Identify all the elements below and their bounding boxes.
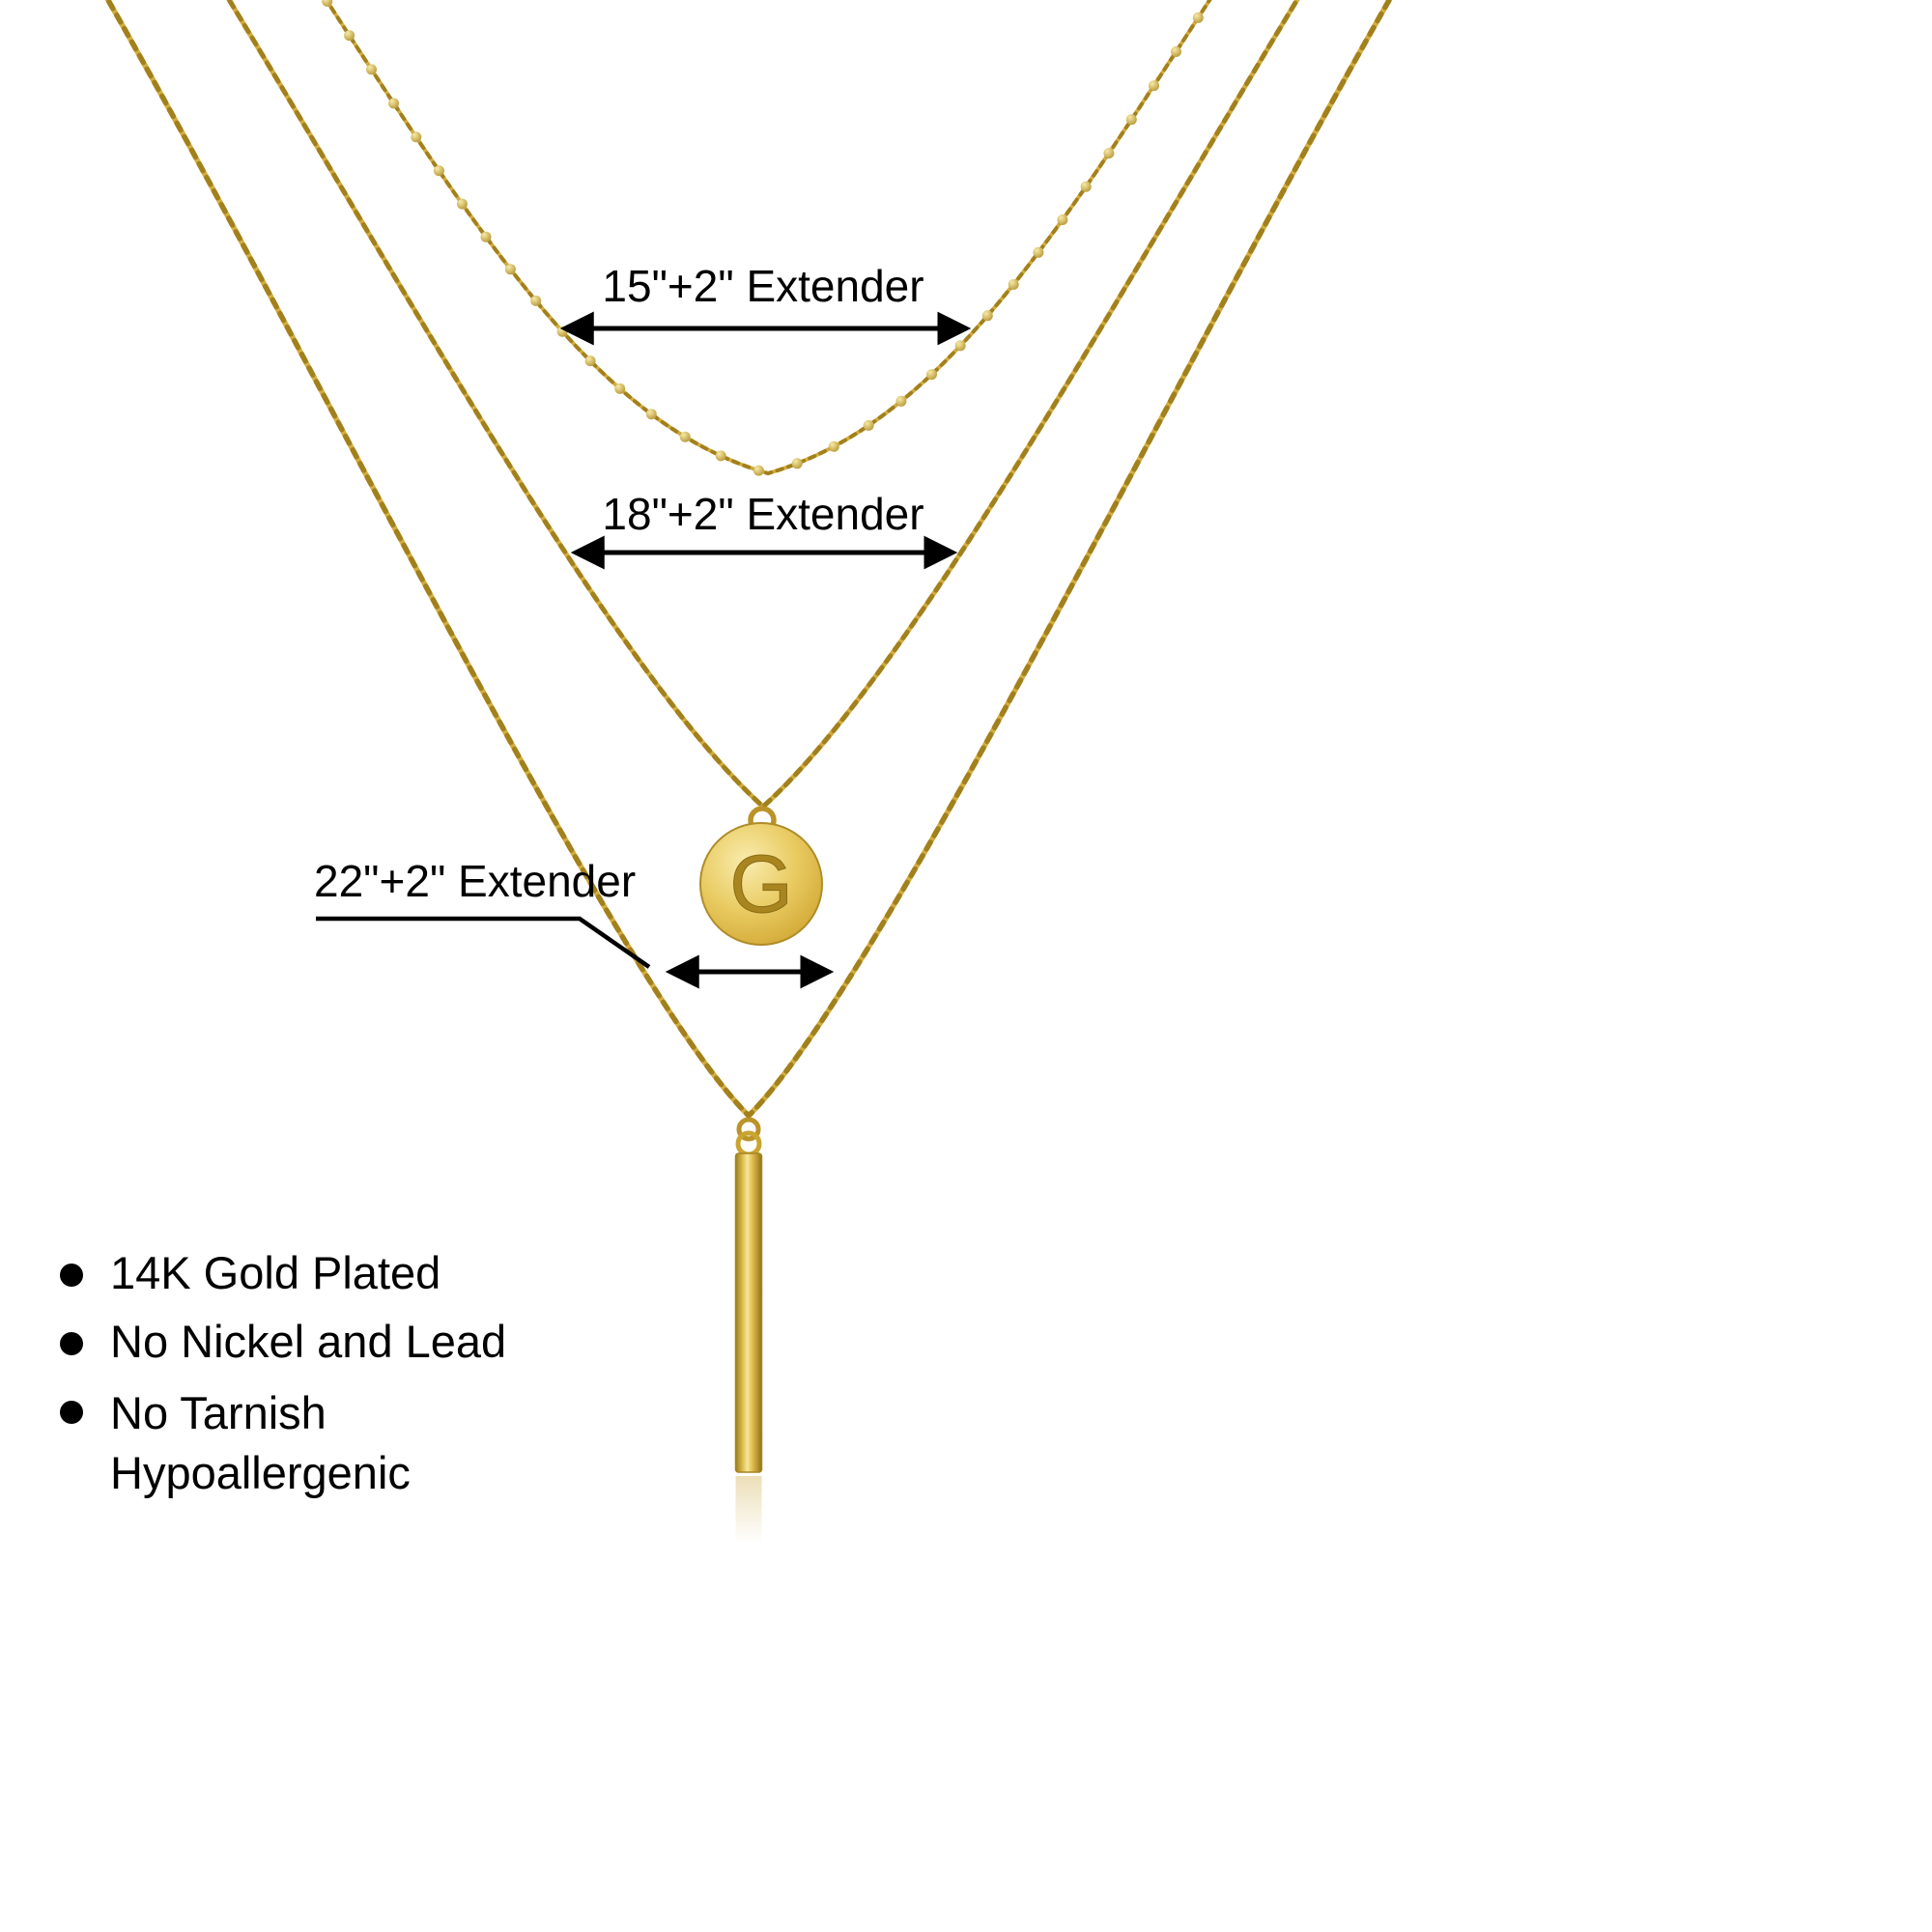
chain-bead: [1008, 279, 1019, 290]
chain-bead: [584, 355, 596, 367]
chain-22in: [104, 0, 1393, 1120]
feature-text: No Tarnish Hypoallergenic: [110, 1383, 411, 1503]
bar-pendant: [734, 1117, 763, 1544]
bar-reflection: [735, 1476, 762, 1544]
feature-text: 14K Gold Plated: [110, 1247, 441, 1298]
chain-beads: [322, 0, 1204, 476]
bar-pendant-body: [734, 1152, 763, 1473]
chain-bead: [456, 198, 468, 210]
measurement-annotations: [316, 311, 972, 989]
chain-bead: [679, 431, 691, 442]
chain-bead: [504, 264, 516, 275]
pendant-initial-letter: G: [729, 838, 792, 929]
chain-bead: [954, 340, 966, 352]
chain-bead: [1192, 12, 1204, 23]
feature-text-line2: Hypoallergenic: [110, 1447, 411, 1499]
chain-bead: [828, 440, 839, 452]
bullet-icon: [60, 1332, 83, 1355]
bullet-icon: [60, 1401, 83, 1424]
chain-bead: [530, 295, 542, 306]
chain-bead: [791, 458, 803, 469]
feature-item: No Nickel and Lead: [60, 1315, 506, 1368]
disc-initial-pendant: G: [699, 806, 823, 946]
bar-top-ring: [735, 1130, 762, 1157]
chain-bead: [411, 131, 422, 143]
chain-bead: [614, 383, 626, 394]
feature-item: No Tarnish Hypoallergenic: [60, 1383, 506, 1503]
bullet-icon: [60, 1264, 83, 1287]
chain-bead: [366, 64, 377, 75]
chain-15-length-label: 15"+2" Extender: [602, 261, 924, 311]
chain-bead: [344, 30, 355, 42]
chain-bead: [715, 450, 726, 462]
chain-bead: [388, 98, 399, 109]
leader-line-22in: [316, 916, 651, 969]
bar-jump-ring: [736, 1117, 761, 1142]
chain-bead: [433, 165, 444, 177]
chain-bead: [1149, 80, 1159, 92]
chain-bead: [895, 395, 907, 407]
chain-bead: [981, 310, 993, 322]
chain-bead: [1171, 46, 1181, 57]
chain-bead: [645, 409, 657, 420]
chain-15in-beaded: [322, 0, 1212, 476]
chain-bead: [480, 231, 492, 242]
chain-bead: [863, 419, 874, 431]
chain-bead: [926, 369, 937, 381]
chain-22-length-label: 22"+2" Extender: [314, 856, 637, 906]
chain-bead: [1033, 246, 1044, 258]
chain-bead: [1057, 214, 1068, 225]
chain-bead: [322, 0, 333, 7]
chain-18in: [226, 0, 1300, 810]
feature-item: 14K Gold Plated: [60, 1246, 506, 1299]
chain-bead: [753, 465, 764, 476]
feature-list: 14K Gold Plated No Nickel and Lead No Ta…: [60, 1246, 506, 1503]
feature-text: No Nickel and Lead: [110, 1316, 507, 1367]
disc-pendant: [699, 822, 823, 946]
chain-bead: [1080, 181, 1092, 192]
chain-18-length-label: 18"+2" Extender: [602, 489, 924, 539]
chain-bead: [1125, 114, 1137, 126]
chain-bead: [1103, 148, 1115, 159]
feature-text-line1: No Tarnish: [110, 1387, 327, 1438]
